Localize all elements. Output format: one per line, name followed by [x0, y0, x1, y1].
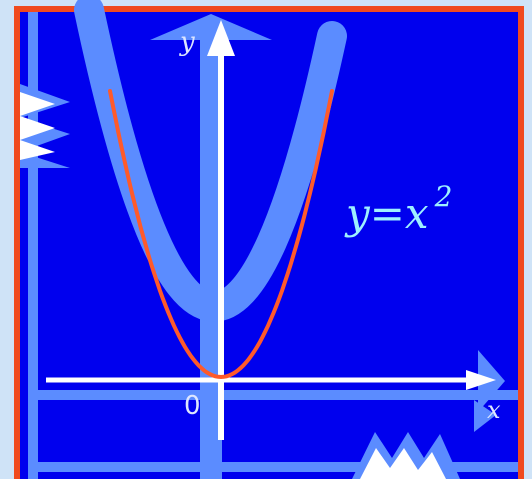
band-left-vertical — [28, 12, 38, 479]
band-right-arrow-lower — [474, 400, 496, 432]
origin-label: 0 — [184, 391, 201, 421]
band-up-arrow — [150, 14, 272, 40]
band-horizontal — [28, 390, 518, 400]
y-axis-label: y — [179, 27, 195, 57]
band-bottom — [28, 462, 518, 472]
formula-exponent: 2 — [434, 180, 453, 213]
x-axis-label: x — [487, 396, 501, 424]
y-axis-arrowhead — [207, 20, 235, 56]
parabola-curve — [108, 89, 334, 380]
x-axis-arrowhead — [466, 370, 496, 390]
formula-main: y=x — [344, 189, 429, 238]
zigzag-left — [20, 84, 70, 168]
zigzag-bottom — [352, 432, 460, 479]
